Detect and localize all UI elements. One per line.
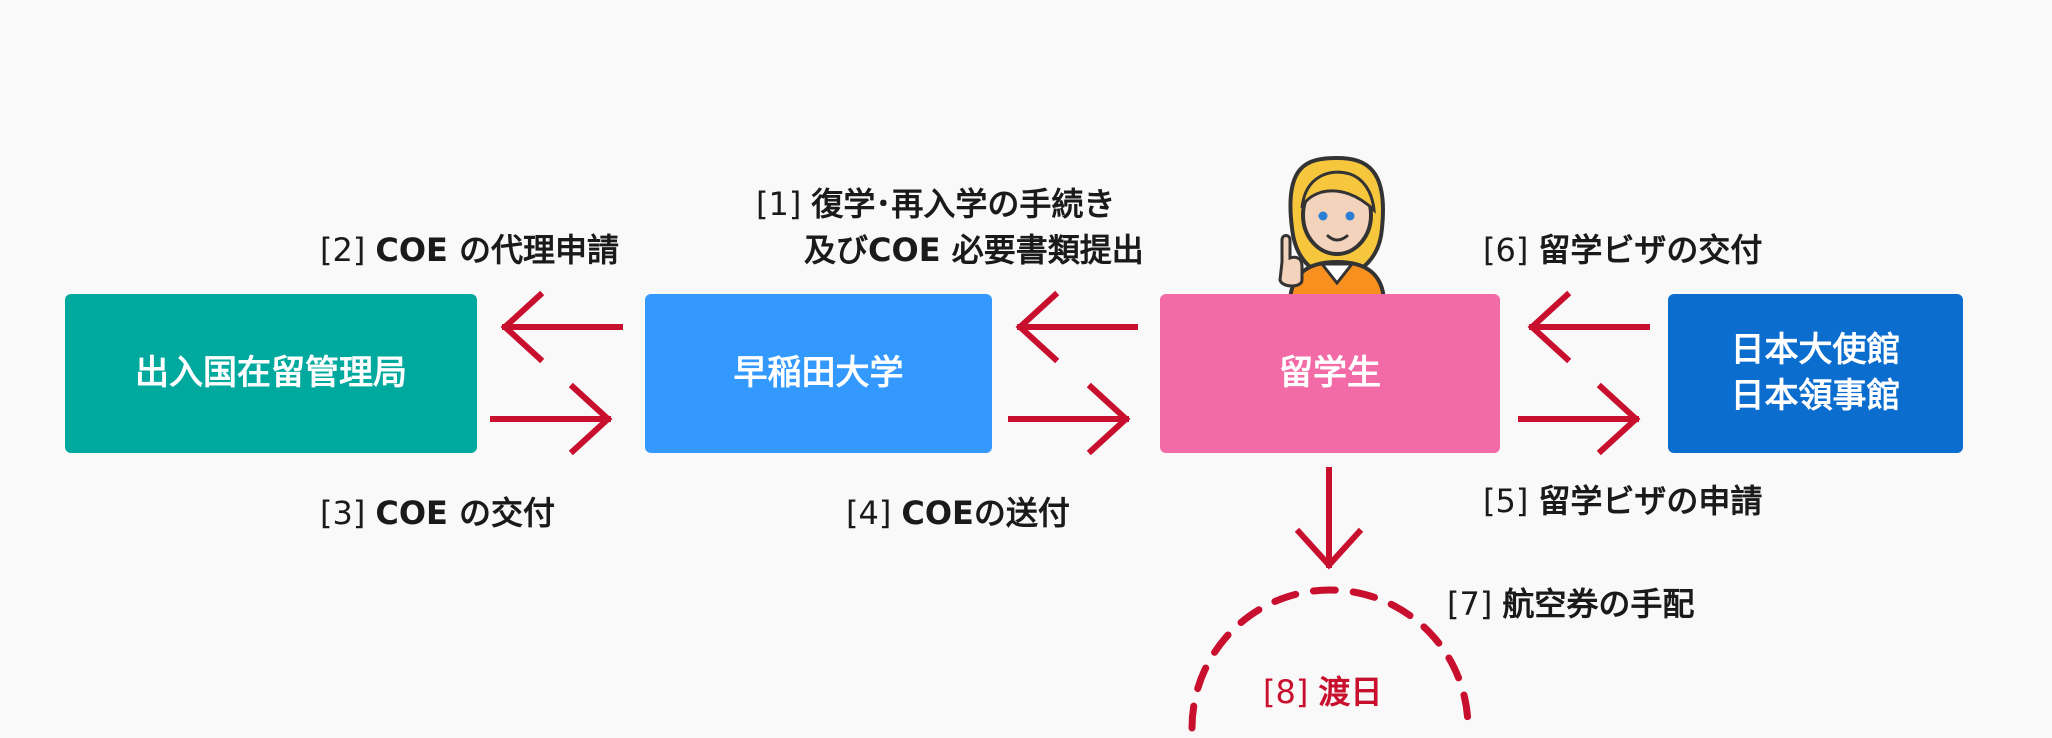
student-box: 留学生 [1160,294,1500,453]
step-8-number: [8] [1263,673,1309,711]
step-4-text: COEの送付 [901,494,1070,532]
step-4-label: [4]COEの送付 [846,489,1070,537]
step-3-label: [3]COE の交付 [320,489,555,537]
arrow-left-icon [1015,290,1138,364]
step-6-text: 留学ビザの交付 [1538,231,1763,269]
arrow-left-icon [500,290,623,364]
arrow-down-icon [1294,467,1364,570]
step-1-label: [1]復学･再入学の手続き [756,180,1115,228]
arrow-left-icon [1527,290,1650,364]
arrow-right-icon [1008,382,1131,456]
step-7-text: 航空券の手配 [1502,585,1695,623]
step-1-label-line2: 及びCOE 必要書類提出 [804,226,1144,274]
embassy-box: 日本大使館 日本領事館 [1668,294,1963,453]
immigration-bureau-box: 出入国在留管理局 [65,294,477,453]
dashed-arc-icon [1188,586,1472,732]
step-8-text: 渡日 [1318,673,1383,711]
step-3-number: [3] [320,494,366,532]
step-5-label: [5]留学ビザの申請 [1483,477,1762,525]
step-7-label: [7]航空券の手配 [1447,580,1694,628]
step-2-text: COE の代理申請 [375,231,620,269]
waseda-university-box: 早稲田大学 [645,294,992,453]
step-5-text: 留学ビザの申請 [1538,482,1763,520]
step-1-text-line1: 復学･再入学の手続き [811,185,1116,223]
immigration-bureau-label: 出入国在留管理局 [135,352,407,393]
embassy-label-line1: 日本大使館 [1730,329,1901,370]
arrow-right-icon [490,382,613,456]
step-8-label: [8]渡日 [1263,668,1382,716]
step-1-number: [1] [756,185,802,223]
student-girl-icon [1278,155,1387,302]
step-3-text: COE の交付 [375,494,556,532]
step-2-number: [2] [320,231,366,269]
arrow-right-icon [1518,382,1641,456]
step-6-label: [6]留学ビザの交付 [1483,226,1762,274]
step-1-text-line2: 及びCOE 必要書類提出 [804,231,1144,269]
waseda-university-label: 早稲田大学 [733,352,904,393]
step-7-number: [7] [1447,585,1493,623]
student-label: 留学生 [1279,352,1381,393]
step-6-number: [6] [1483,231,1529,269]
step-2-label: [2]COE の代理申請 [320,226,619,274]
step-4-number: [4] [846,494,892,532]
embassy-label-line2: 日本領事館 [1730,375,1901,416]
step-5-number: [5] [1483,482,1529,520]
